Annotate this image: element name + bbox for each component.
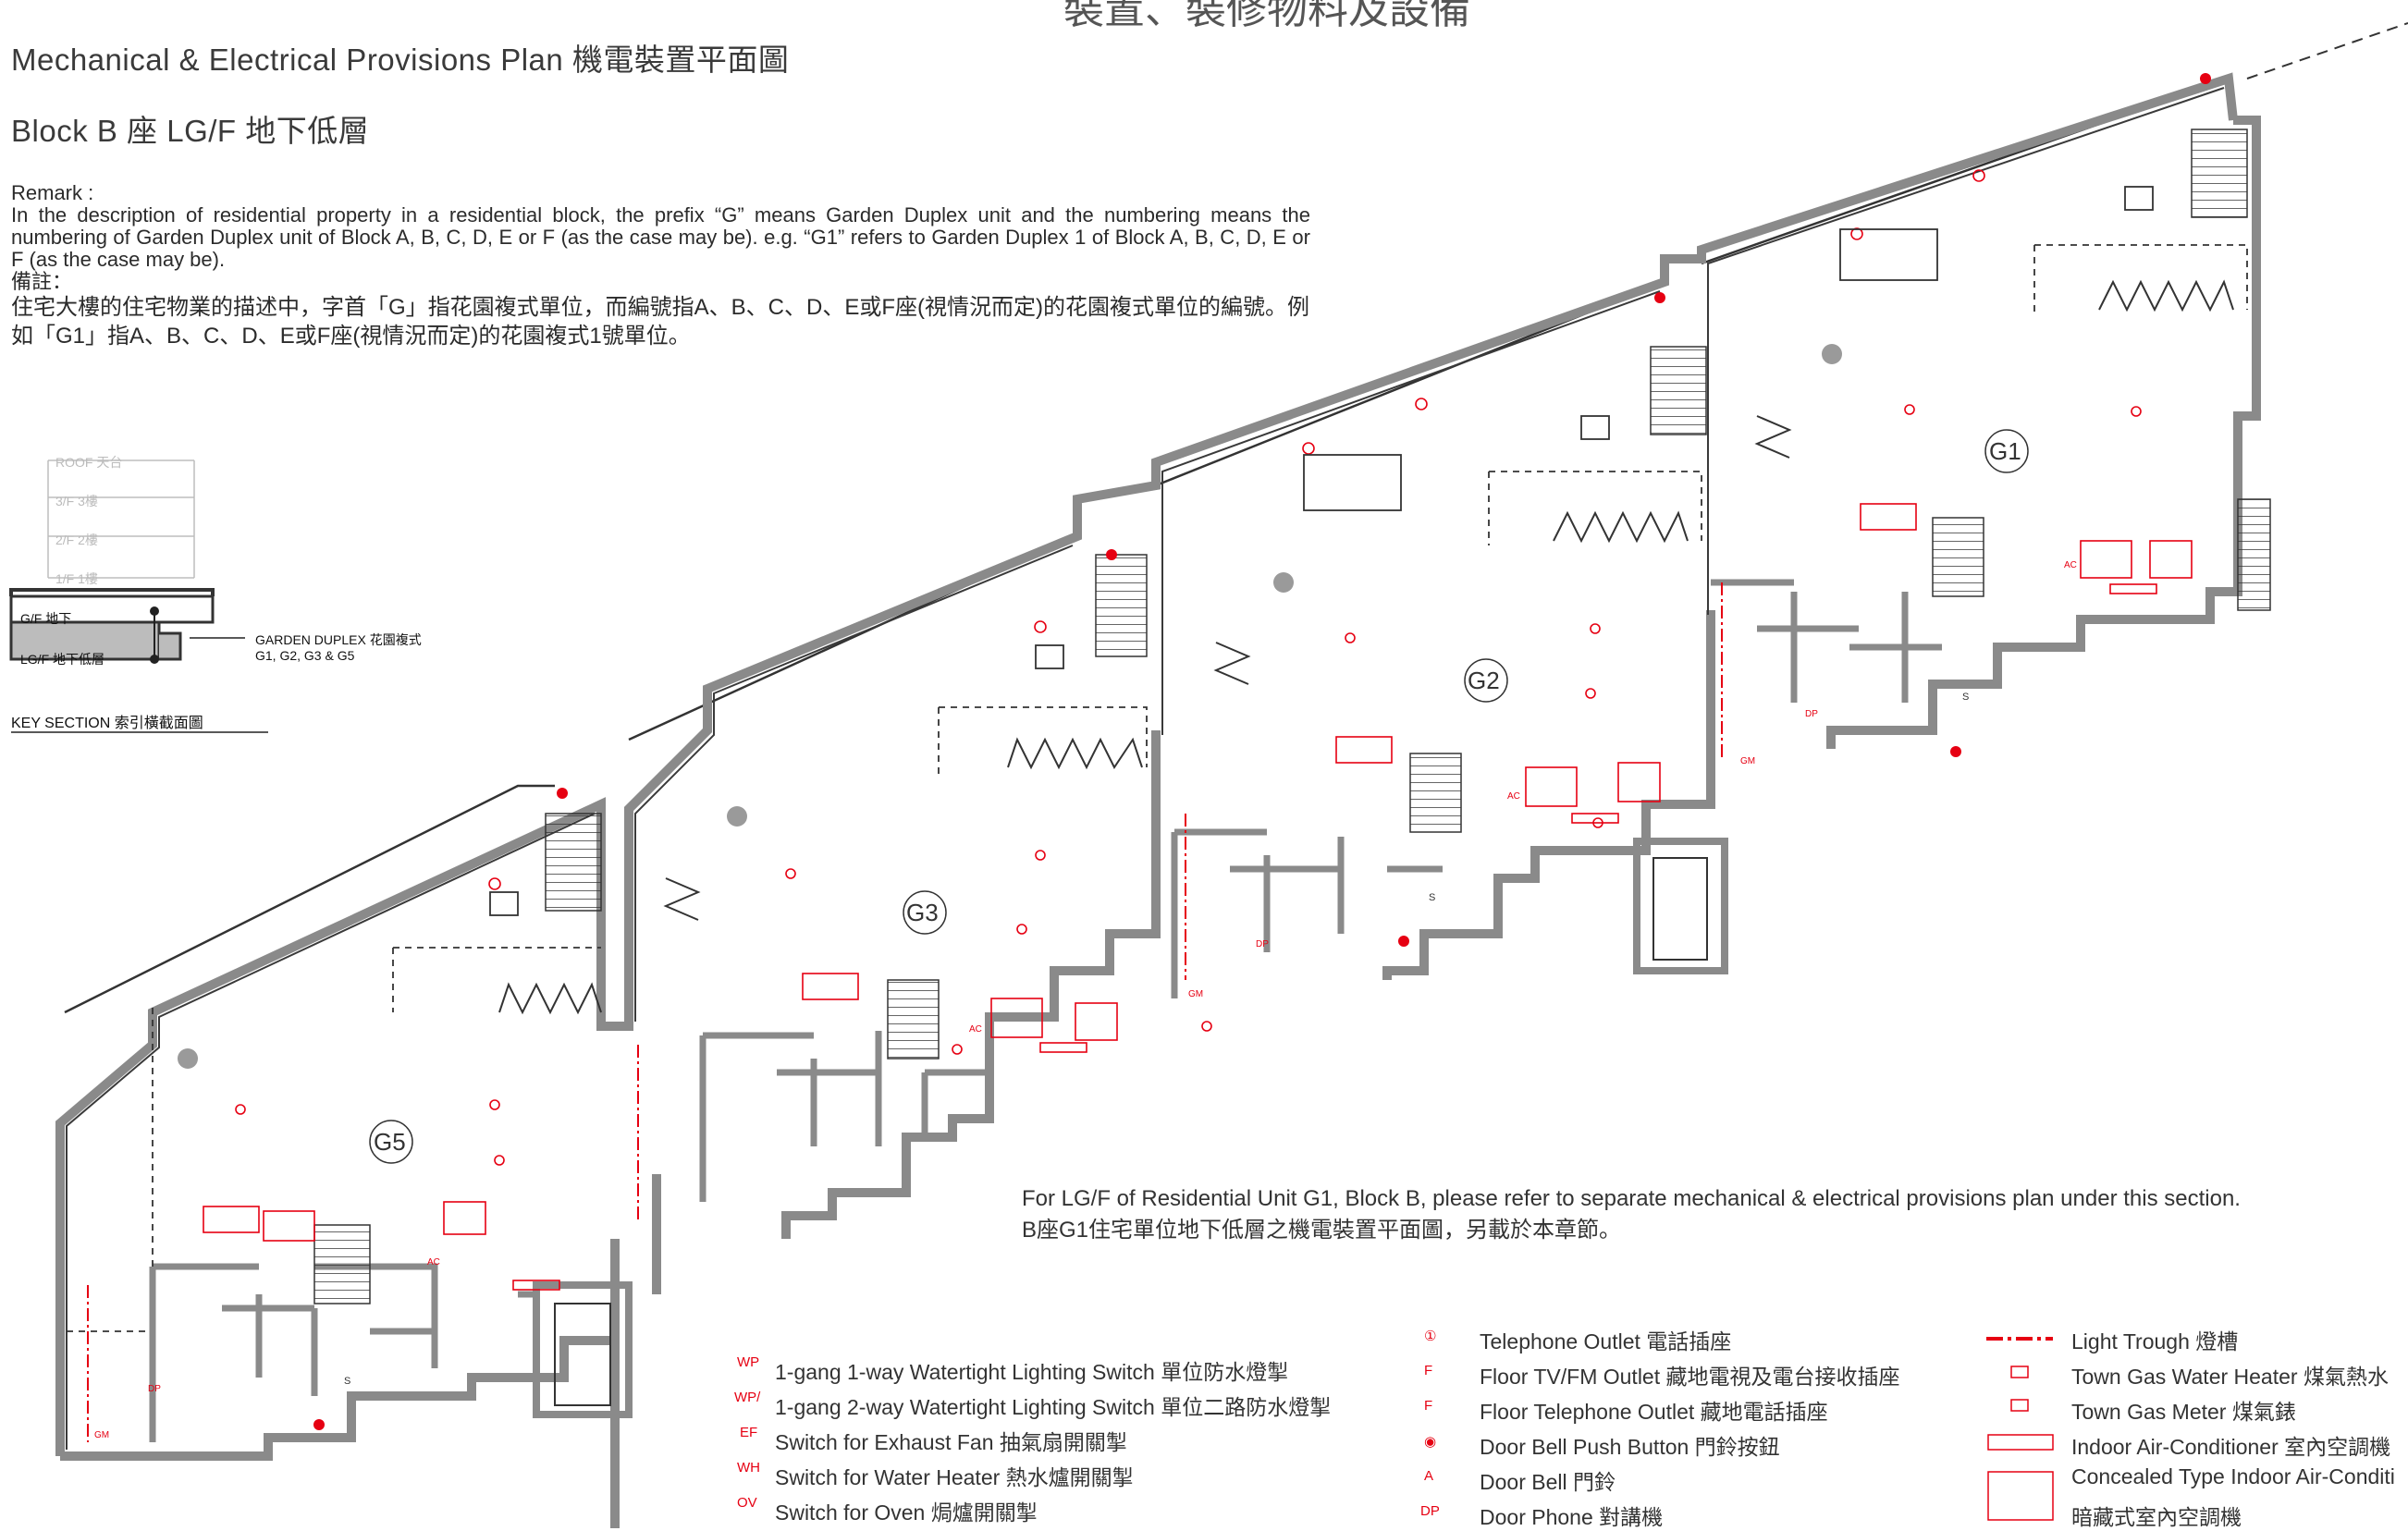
key-floor-1f: 1/F 1樓 bbox=[55, 571, 98, 586]
site-boundary-line bbox=[2246, 22, 2408, 80]
gm-tag: GM bbox=[94, 1430, 110, 1440]
light-troughs bbox=[87, 582, 1723, 1442]
columns bbox=[178, 344, 1842, 1069]
legend-item-telephone-outlet: Telephone Outlet 電話插座 bbox=[1480, 1329, 1732, 1353]
legend-symbol-wp: WP bbox=[737, 1354, 760, 1370]
legend-symbol-wp2: WP/ bbox=[734, 1390, 761, 1405]
legend-symbol-telephone: ① bbox=[1424, 1329, 1437, 1344]
remark-block: Remark : In the description of residenti… bbox=[11, 182, 1310, 350]
reference-note: For LG/F of Residential Unit G1, Block B… bbox=[1022, 1183, 2241, 1246]
legend-symbol-floor-tv: F bbox=[1424, 1363, 1433, 1378]
legend-symbol-floor-telephone: F bbox=[1424, 1398, 1433, 1414]
gas-water-heaters bbox=[489, 186, 2154, 916]
remark-english: In the description of residential proper… bbox=[11, 203, 1310, 271]
external-walls bbox=[55, 72, 2261, 1528]
legend-item-concealed-ac-chinese: 暗藏式室內空調機 bbox=[2071, 1505, 2242, 1529]
key-floor-lgf: LG/F 地下低層 bbox=[20, 652, 105, 667]
legend-symbol-ef: EF bbox=[740, 1425, 758, 1440]
key-floor-3f: 3/F 3樓 bbox=[55, 494, 98, 508]
gm-tag: GM bbox=[1740, 756, 1756, 766]
legend-item-oven-switch: Switch for Oven 焗爐開關掣 bbox=[775, 1500, 1038, 1525]
legend-item-light-trough: Light Trough 燈槽 bbox=[2071, 1329, 2239, 1353]
dp-tag: DP bbox=[148, 1384, 161, 1394]
legend-item-concealed-ac: Concealed Type Indoor Air-Conditi bbox=[2071, 1464, 2395, 1488]
unit-label-g2: G2 bbox=[1468, 667, 1500, 694]
plan-title: Mechanical & Electrical Provisions Plan … bbox=[11, 43, 790, 77]
ac-tag: AC bbox=[969, 1024, 982, 1035]
ac-tag: AC bbox=[2064, 560, 2077, 570]
legend-symbol-door-phone: DP bbox=[1420, 1503, 1440, 1519]
key-section-diagram bbox=[9, 459, 268, 733]
remark-chinese: 住宅大樓的住宅物業的描述中，字首「G」指花園複式單位，而編號指A、B、C、D、E… bbox=[11, 295, 1309, 349]
unit-label-g1: G1 bbox=[1989, 437, 2021, 465]
interior-walls bbox=[149, 579, 1942, 1442]
reference-note-english: For LG/F of Residential Unit G1, Block B… bbox=[1022, 1186, 2241, 1211]
legend-item-watertight-switch-2way: 1-gang 2-way Watertight Lighting Switch … bbox=[775, 1395, 1332, 1419]
legend-item-indoor-ac: Indoor Air-Conditioner 室內空調機 bbox=[2071, 1435, 2391, 1459]
dp-tag: DP bbox=[1805, 709, 1818, 719]
legend-item-door-bell: Door Bell 門鈴 bbox=[1480, 1470, 1616, 1494]
legend-item-exhaust-fan-switch: Switch for Exhaust Fan 抽氣扇開關掣 bbox=[775, 1430, 1127, 1454]
wall-edges bbox=[66, 87, 2225, 1450]
stairs bbox=[313, 129, 2271, 1304]
key-floor-gf: G/F 地下 bbox=[20, 611, 72, 626]
lift-shafts bbox=[533, 838, 1728, 1418]
unit-labels bbox=[369, 429, 2029, 1164]
legend-symbol-bell-button: ◉ bbox=[1424, 1434, 1437, 1450]
legend-item-door-phone: Door Phone 對講機 bbox=[1480, 1505, 1664, 1529]
s-tag: S bbox=[1429, 892, 1436, 903]
s-tag: S bbox=[1962, 692, 1970, 703]
bell-buttons bbox=[313, 73, 2211, 1430]
legend-item-floor-telephone-outlet: Floor Telephone Outlet 藏地電話插座 bbox=[1480, 1400, 1828, 1424]
block-floor-title: Block B 座 LG/F 地下低層 bbox=[11, 114, 370, 148]
remark-label: Remark : bbox=[11, 181, 94, 204]
gm-tag: GM bbox=[1188, 989, 1204, 999]
legend-item-door-bell-button: Door Bell Push Button 門鈴按鈕 bbox=[1480, 1435, 1780, 1459]
key-callout: GARDEN DUPLEX 花園複式 bbox=[255, 632, 422, 647]
legend-column-symbols-graphics bbox=[1986, 1337, 2054, 1521]
key-section-caption: KEY SECTION 索引橫截面圖 bbox=[11, 716, 203, 731]
legend-symbol-wh: WH bbox=[737, 1460, 760, 1476]
key-floor-roof: ROOF 天台 bbox=[55, 455, 123, 470]
remark-chinese-label: 備註： bbox=[11, 270, 73, 293]
roof-edge-lines bbox=[64, 77, 2230, 1014]
reference-note-chinese: B座G1住宅單位地下低層之機電裝置平面圖，另載於本章節。 bbox=[1022, 1218, 1622, 1243]
unit-label-g3: G3 bbox=[906, 899, 939, 926]
s-tag: S bbox=[344, 1376, 351, 1387]
legend-item-floor-tv-outlet: Floor TV/FM Outlet 藏地電視及電台接收插座 bbox=[1480, 1365, 1900, 1389]
zigzag-screens bbox=[498, 279, 2234, 1015]
legend-item-gas-water-heater: Town Gas Water Heater 煤氣熱水 bbox=[2071, 1365, 2389, 1389]
key-callout-units: G1, G2, G3 & G5 bbox=[255, 648, 355, 663]
ac-tag: AC bbox=[1507, 791, 1520, 802]
legend-item-watertight-switch-1way: 1-gang 1-way Watertight Lighting Switch … bbox=[775, 1360, 1289, 1384]
unit-label-g5: G5 bbox=[374, 1128, 406, 1156]
ac-tag: AC bbox=[427, 1257, 440, 1268]
electrical-devices bbox=[203, 169, 2193, 1291]
dashed-lines bbox=[67, 244, 2248, 1332]
legend-symbol-door-bell: A bbox=[1424, 1468, 1434, 1484]
key-floor-2f: 2/F 2樓 bbox=[55, 533, 98, 547]
dp-tag: DP bbox=[1256, 939, 1269, 949]
legend-item-gas-meter: Town Gas Meter 煤氣錶 bbox=[2071, 1400, 2296, 1424]
legend-symbol-ov: OV bbox=[737, 1495, 757, 1511]
clipped-section-title: 裝置、裝修物料及設備 bbox=[1063, 0, 1470, 32]
legend-item-water-heater-switch: Switch for Water Heater 熱水爐開關掣 bbox=[775, 1465, 1134, 1489]
